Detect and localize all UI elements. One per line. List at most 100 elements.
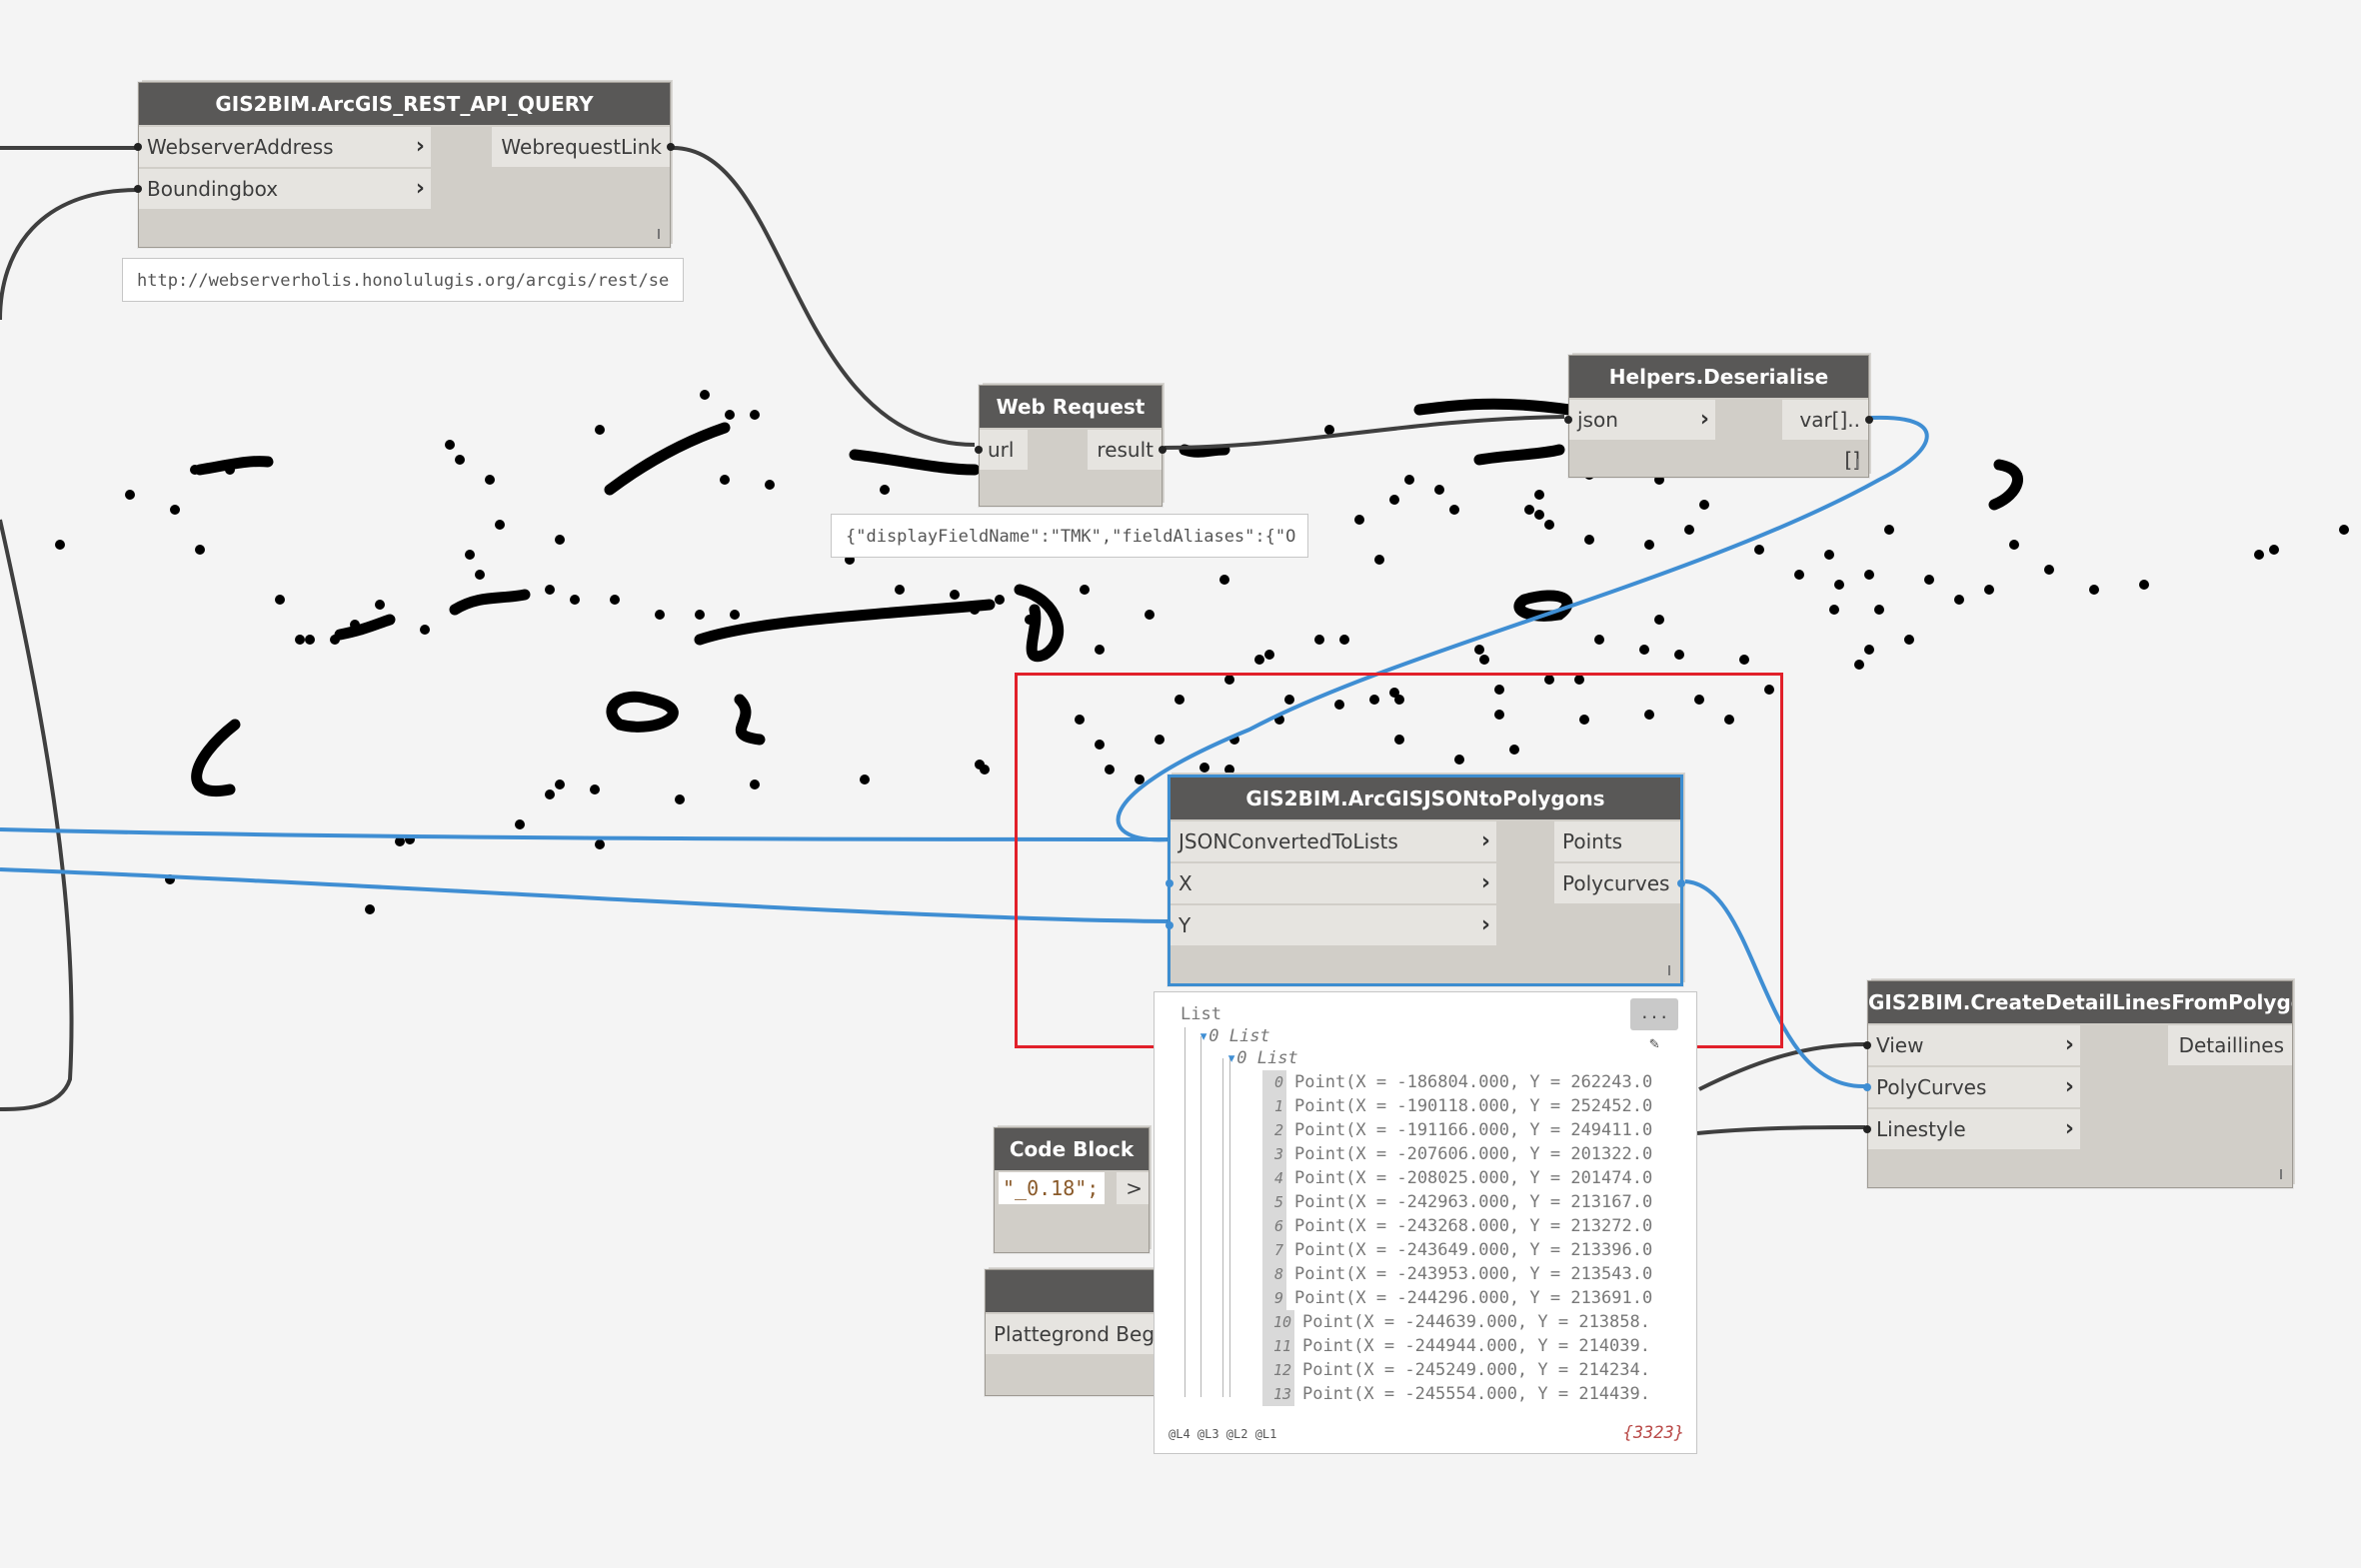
dropdown-value: Plattegrond Begar: [994, 1322, 1176, 1346]
list-value: Point(X = -207606.000, Y = 201322.0: [1294, 1144, 1653, 1164]
resize-grip[interactable]: [1668, 965, 1670, 975]
port-label: JSONConvertedToLists: [1179, 829, 1398, 853]
list-index: 1: [1262, 1094, 1286, 1118]
point-cloud-preview: [55, 390, 2349, 914]
list-item: 11 Point(X = -244944.000, Y = 214039.: [1262, 1334, 1650, 1358]
list-level-1[interactable]: ▾0 List: [1198, 1026, 1270, 1046]
port-dot: [1159, 446, 1167, 454]
chevron-right-icon: ›: [1480, 912, 1490, 937]
input-port-jsonconvertedtolists[interactable]: JSONConvertedToLists ›: [1171, 821, 1496, 861]
list-value: Point(X = -191166.000, Y = 249411.0: [1294, 1120, 1653, 1140]
list-index: 11: [1262, 1334, 1294, 1358]
node-title: Helpers.Deserialise: [1569, 356, 1868, 398]
chevron-right-icon: ›: [2064, 1032, 2074, 1057]
item-count: {3323}: [1622, 1423, 1684, 1443]
port-dot: [1677, 879, 1685, 887]
node-arcgis-rest-api-query[interactable]: GIS2BIM.ArcGIS_REST_API_QUERY WebserverA…: [134, 82, 675, 248]
port-label: PolyCurves: [1876, 1075, 1987, 1099]
port-dot: [1863, 1083, 1871, 1091]
list-index: 10: [1262, 1310, 1294, 1334]
tree-guide: [1222, 1058, 1223, 1397]
dark-wires: [0, 146, 1866, 1135]
resize-grip[interactable]: [1856, 459, 1858, 469]
output-port-var[interactable]: var[]..[]: [1782, 400, 1868, 472]
list-value: Point(X = -244944.000, Y = 214039.: [1302, 1336, 1650, 1356]
list-item: 9 Point(X = -244296.000, Y = 213691.0: [1262, 1286, 1652, 1310]
resize-grip[interactable]: [658, 229, 660, 239]
chevron-right-icon: ›: [1480, 828, 1490, 853]
node-title: GIS2BIM.ArcGIS_REST_API_QUERY: [139, 83, 670, 125]
node-create-detail-lines[interactable]: GIS2BIM.CreateDetailLinesFromPolygons Vi…: [1863, 980, 2293, 1188]
list-value: Point(X = -242963.000, Y = 213167.0: [1294, 1192, 1653, 1212]
port-dot: [134, 185, 142, 193]
input-port-y[interactable]: Y ›: [1171, 905, 1496, 945]
list-index: 13: [1262, 1382, 1294, 1406]
port-label: Polycurves: [1562, 871, 1670, 895]
port-label: result: [1097, 438, 1154, 462]
list-value: Point(X = -243649.000, Y = 213396.0: [1294, 1240, 1653, 1260]
input-port-boundingbox[interactable]: Boundingbox ›: [139, 169, 431, 209]
node-code-block[interactable]: Code Block "_0.18"; >: [994, 1127, 1150, 1253]
polycurve-preview: [191, 398, 2023, 796]
list-item: 10 Point(X = -244639.000, Y = 213858.: [1262, 1310, 1650, 1334]
list-levels: @L4 @L3 @L2 @L1: [1169, 1427, 1277, 1441]
tree-guide: [1184, 1027, 1185, 1397]
chevron-right-icon: ›: [415, 134, 425, 159]
node-title: GIS2BIM.ArcGISJSONtoPolygons: [1171, 778, 1680, 819]
port-label: >: [1126, 1176, 1143, 1200]
port-label: X: [1179, 871, 1192, 895]
list-value: Point(X = -244296.000, Y = 213691.0: [1294, 1288, 1653, 1308]
port-label: View: [1876, 1033, 1924, 1057]
port-label: Detaillines: [2178, 1033, 2284, 1057]
port-dot: [667, 143, 675, 151]
output-port-webrequestlink[interactable]: WebrequestLink: [492, 127, 670, 167]
node-title: GIS2BIM.CreateDetailLinesFromPolygons: [1868, 981, 2292, 1023]
node-helpers-deserialise[interactable]: Helpers.Deserialise json › var[]..[]: [1564, 355, 1873, 478]
list-item: 7 Point(X = -243649.000, Y = 213396.0: [1262, 1238, 1652, 1262]
port-dot: [134, 143, 142, 151]
port-label: Points: [1562, 829, 1623, 853]
output-port-polycurves[interactable]: Polycurves: [1554, 863, 1680, 903]
node-arcgis-json-to-polygons[interactable]: GIS2BIM.ArcGISJSONtoPolygons JSONConvert…: [1166, 775, 1685, 986]
pin-button[interactable]: ... ✎: [1630, 998, 1678, 1052]
input-port-polycurves[interactable]: PolyCurves ›: [1868, 1067, 2080, 1107]
port-dot: [1865, 416, 1873, 424]
resize-grip[interactable]: [2280, 1169, 2282, 1179]
input-port-view[interactable]: View ›: [1868, 1025, 2080, 1065]
list-value: Point(X = -245249.000, Y = 214234.: [1302, 1360, 1650, 1380]
list-index: 9: [1262, 1286, 1286, 1310]
list-index: 12: [1262, 1358, 1294, 1382]
port-label: WebserverAddress: [147, 135, 334, 159]
node-web-request[interactable]: Web Request url result: [975, 385, 1167, 507]
input-port-linestyle[interactable]: Linestyle ›: [1868, 1109, 2080, 1149]
input-port-x[interactable]: X ›: [1171, 863, 1496, 903]
list-item: 12 Point(X = -245249.000, Y = 214234.: [1262, 1358, 1650, 1382]
output-port-code[interactable]: >: [1117, 1172, 1149, 1204]
list-index: 7: [1262, 1238, 1286, 1262]
list-value: Point(X = -186804.000, Y = 262243.0: [1294, 1072, 1653, 1092]
output-port-points[interactable]: Points: [1554, 821, 1680, 861]
chevron-right-icon: ›: [415, 176, 425, 201]
list-level-2[interactable]: ▾0 List: [1226, 1048, 1298, 1068]
node-title: Web Request: [980, 386, 1162, 428]
chevron-right-icon: ›: [2064, 1074, 2074, 1099]
output-port-result[interactable]: result: [1088, 430, 1162, 470]
list-value: Point(X = -243953.000, Y = 213543.0: [1294, 1264, 1653, 1284]
port-dot: [975, 446, 983, 454]
list-value: Point(X = -244639.000, Y = 213858.: [1302, 1312, 1650, 1332]
list-value: Point(X = -190118.000, Y = 252452.0: [1294, 1096, 1653, 1116]
pin-icon: ✎: [1649, 1033, 1659, 1052]
chevron-right-icon: ›: [2064, 1116, 2074, 1141]
input-port-webserveraddress[interactable]: WebserverAddress ›: [139, 127, 431, 167]
output-port-detaillines[interactable]: Detaillines: [2168, 1025, 2292, 1065]
dropdown-view[interactable]: Plattegrond Begar: [986, 1314, 1205, 1354]
input-port-url[interactable]: url: [980, 430, 1028, 470]
code-editor[interactable]: "_0.18";: [999, 1172, 1105, 1204]
list-header: List: [1180, 1004, 1221, 1024]
input-port-json[interactable]: json ›: [1569, 400, 1715, 440]
